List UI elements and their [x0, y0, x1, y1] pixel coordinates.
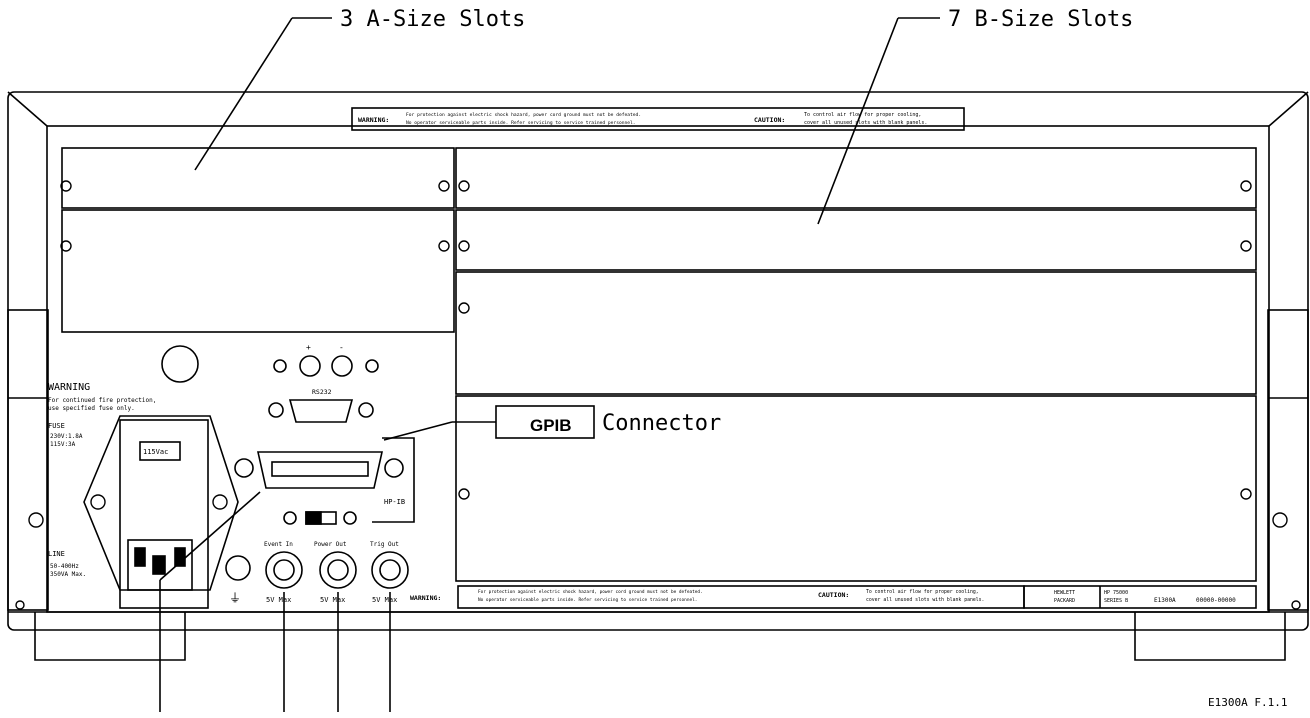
bottom-caution-label: CAUTION: [818, 591, 849, 599]
line-spec-1: 50-400Hz [50, 563, 79, 570]
ground-icon: ⏚ [229, 591, 241, 605]
model-line1: HP 75000 [1104, 590, 1128, 596]
minus-terminal [331, 355, 353, 377]
top-warning-line2: No operator serviceable parts inside. Re… [406, 120, 636, 126]
screw-icon [212, 494, 228, 510]
gpib-connector-callout: Connector [602, 411, 721, 436]
line-spec-2: 350VA Max. [50, 571, 86, 578]
serial-number: 00000-00000 [1196, 597, 1236, 604]
a-size-slots-callout: 3 A-Size Slots [340, 7, 525, 32]
event-in-rating: 5V Max [266, 596, 291, 604]
power-entry-module [119, 419, 209, 609]
screw-icon [458, 240, 470, 252]
maker-line2: PACKARD [1054, 598, 1075, 604]
fuse-warning-line1: For continued fire protection, [48, 397, 156, 404]
trig-out-bnc [371, 551, 409, 589]
fuse-label: FUSE [48, 422, 65, 430]
top-warning-label-text: WARNING: [358, 116, 389, 124]
bottom-warning-line1: For protection against electric shock ha… [478, 589, 703, 595]
top-caution-line2: cover all unused slots with blank panels… [804, 120, 927, 126]
blank-plug [161, 345, 199, 383]
screw-icon [60, 240, 72, 252]
rs232-label: RS232 [312, 388, 332, 396]
plus-terminal [299, 355, 321, 377]
rs232-connector [288, 399, 354, 423]
screw-icon [1240, 180, 1252, 192]
a-slot-2 [61, 209, 455, 333]
screw-icon [28, 512, 44, 528]
left-foot [34, 612, 186, 661]
screw-icon [458, 488, 470, 500]
voltage-selector-window [139, 441, 181, 461]
screw-icon [458, 180, 470, 192]
screw-icon [90, 494, 106, 510]
event-in-bnc [265, 551, 303, 589]
fuse-warning-title: WARNING [48, 382, 90, 393]
b-slot-2 [455, 209, 1257, 271]
screw-icon [438, 240, 450, 252]
figure-id: E1300A F.1.1 [1208, 696, 1287, 709]
top-warning-line1: For protection against electric shock ha… [406, 112, 641, 118]
b-slot-3 [455, 271, 1257, 395]
fuse-spec-1: 230V:1.8A [50, 433, 83, 440]
b-size-slots-callout: 7 B-Size Slots [948, 7, 1133, 32]
fuse-warning-line2: use specified fuse only. [48, 405, 135, 412]
voltage-selector-value: 115Vac [143, 448, 168, 456]
top-caution-label: CAUTION: [754, 116, 785, 124]
plus-label: + [306, 343, 311, 352]
panel-inner-frame [46, 125, 1270, 613]
screw-icon [1240, 240, 1252, 252]
bottom-warning-line2: No operator serviceable parts inside. Re… [478, 597, 697, 603]
trig-out-label: Trig Out [370, 541, 399, 548]
model-number: E1300A [1154, 597, 1176, 604]
right-rail [1267, 309, 1309, 611]
top-caution-line1: To control air flow for proper cooling, [804, 112, 921, 118]
top-warning-label [351, 107, 965, 131]
bottom-caution-line2: cover all unused slots with blank panels… [866, 597, 984, 603]
right-foot [1134, 612, 1286, 661]
screw-icon [458, 302, 470, 314]
power-out-bnc [319, 551, 357, 589]
trig-out-rating: 5V Max [372, 596, 397, 604]
screw-icon [60, 180, 72, 192]
line-label: LINE [48, 550, 65, 558]
screw-icon [1291, 600, 1301, 610]
minus-label: - [339, 343, 344, 352]
chassis-outline [7, 91, 1309, 631]
screw-icon [15, 600, 25, 610]
hpib-connector [257, 451, 383, 489]
b-slot-1 [455, 147, 1257, 209]
left-rail [7, 309, 49, 611]
power-out-rating: 5V Max [320, 596, 345, 604]
screw-icon [1240, 488, 1252, 500]
b-slot-4 [455, 395, 1257, 582]
a-slot-1 [61, 147, 455, 209]
screw-icon [438, 180, 450, 192]
gpib-label: GPIB [530, 416, 572, 435]
model-line2: SERIES B [1104, 598, 1128, 604]
power-module-flange [83, 415, 239, 591]
ground-terminal [225, 555, 251, 581]
bottom-caution-line1: To control air flow for proper cooling, [866, 589, 979, 595]
id-plate [1023, 585, 1257, 609]
fuse-spec-2: 115V:3A [50, 441, 76, 448]
power-out-label: Power Out [314, 541, 347, 548]
hpib-label: HP-IB [384, 498, 405, 506]
maker-line1: HEWLETT [1054, 590, 1075, 596]
screw-icon [1272, 512, 1288, 528]
event-in-label: Event In [264, 541, 293, 548]
bottom-warning-label-text: WARNING: [410, 594, 441, 602]
